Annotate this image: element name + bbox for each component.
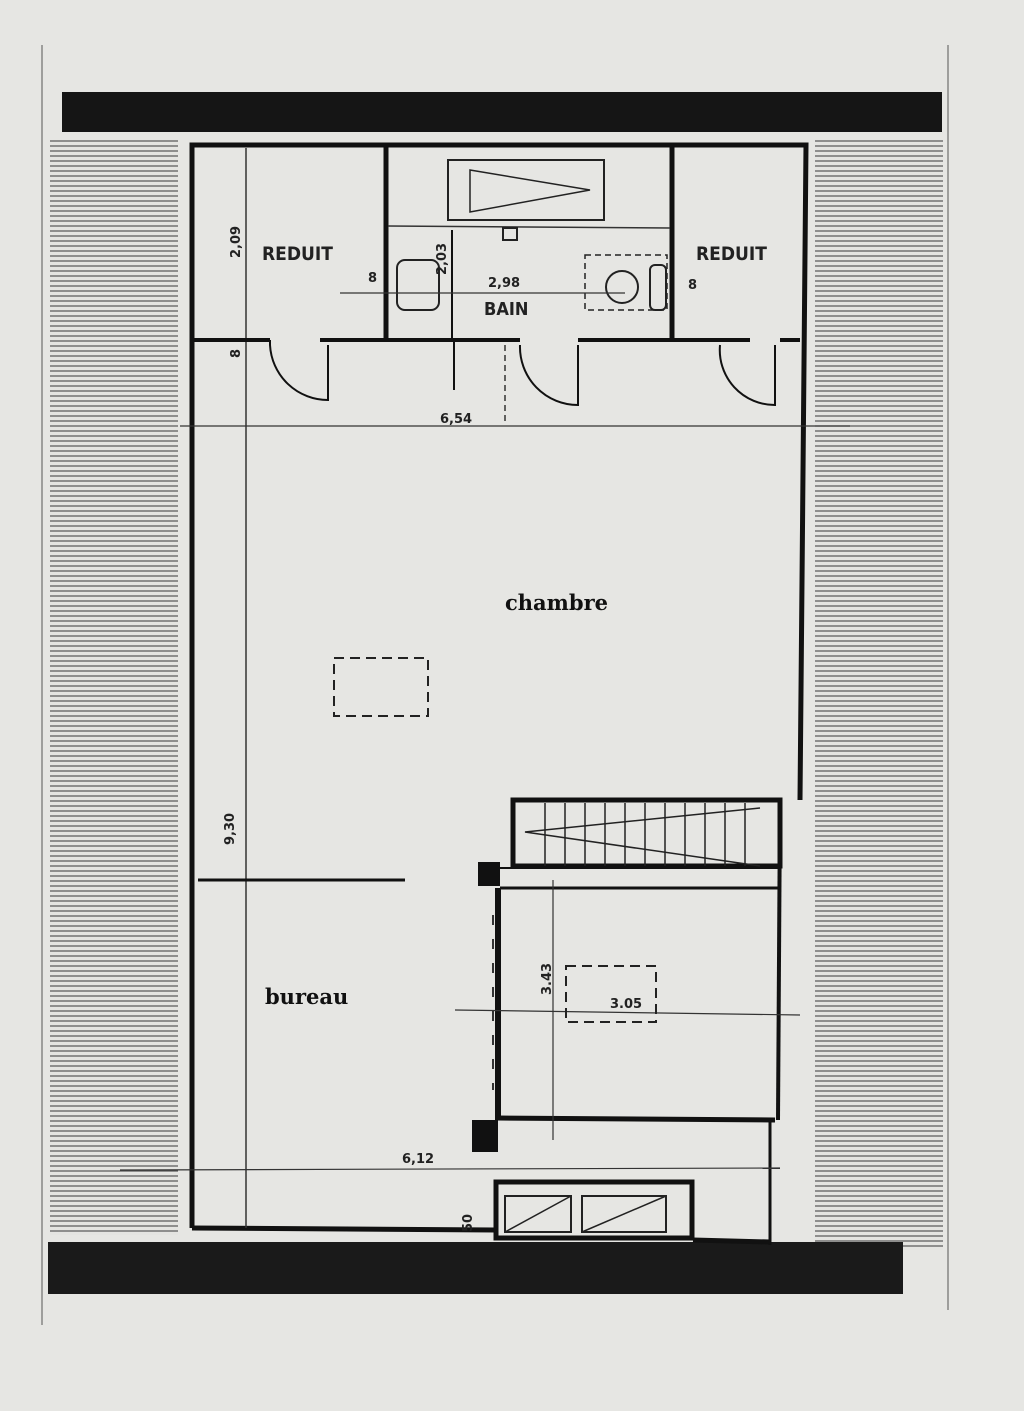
bain-inner-line — [387, 225, 671, 229]
bathtub-basin — [469, 169, 591, 213]
skylight-diagonal — [581, 1195, 667, 1233]
skylight-diagonal — [504, 1195, 572, 1233]
dim-reduit-height: 2,09 — [229, 226, 244, 258]
bathtub-icon — [447, 159, 605, 221]
dim-stair-width: 3.05 — [610, 997, 642, 1012]
bottom-inner-wall-right — [692, 1237, 771, 1245]
dim-bottom-offset: 50 — [461, 1214, 476, 1232]
skylight-chambre — [333, 657, 429, 717]
staircase — [510, 797, 783, 869]
partition-wall-horizontal — [497, 1115, 776, 1123]
skylight-stair — [565, 965, 657, 1023]
dim-bain-width: 2,98 — [488, 276, 520, 291]
dim-wall-corridor: 8 — [229, 349, 244, 358]
roof-slope-left — [50, 140, 178, 1235]
room-label-reduit-right: REDUIT — [696, 243, 767, 265]
dim-wall-right: 8 — [688, 278, 697, 293]
room-label-bureau: bureau — [265, 984, 348, 1009]
toilet-tank — [649, 264, 667, 311]
dim-width-bottom: 6,12 — [402, 1152, 434, 1167]
sink-icon — [396, 259, 440, 311]
dim-width-top: 6,54 — [440, 412, 472, 427]
room-label-bain: BAIN — [484, 299, 528, 320]
room-label-chambre: chambre — [505, 590, 608, 615]
dim-wall-left: 8 — [368, 271, 377, 286]
bottom-wall — [48, 1242, 903, 1294]
door-reduit-right[interactable] — [718, 344, 776, 407]
chimney-flue-bottom — [472, 1120, 498, 1152]
dim-length-total: 9,30 — [223, 813, 238, 845]
dim-bain-height: 2,03 — [435, 243, 450, 275]
tap-icon — [502, 227, 518, 241]
door-reduit-left[interactable] — [269, 340, 329, 402]
chimney-flue-top — [478, 862, 500, 886]
bottom-inner-wall — [191, 1225, 496, 1233]
skylight-bottom-right — [581, 1195, 667, 1233]
toilet-clearance — [584, 254, 668, 311]
door-bain[interactable] — [518, 344, 579, 407]
toilet-icon — [605, 270, 639, 304]
roof-slope-right — [815, 140, 943, 1250]
stair-steps — [524, 803, 761, 867]
room-label-reduit-left: REDUIT — [262, 243, 333, 265]
outer-wall — [189, 142, 809, 1228]
dimension-line-stair-h — [454, 1009, 801, 1016]
dimension-line-bottom — [119, 1167, 781, 1171]
skylight-bottom-left — [504, 1195, 572, 1233]
top-wall — [62, 92, 942, 132]
bottom-storage — [493, 1179, 695, 1241]
dim-stair-height: 3.43 — [540, 963, 555, 995]
